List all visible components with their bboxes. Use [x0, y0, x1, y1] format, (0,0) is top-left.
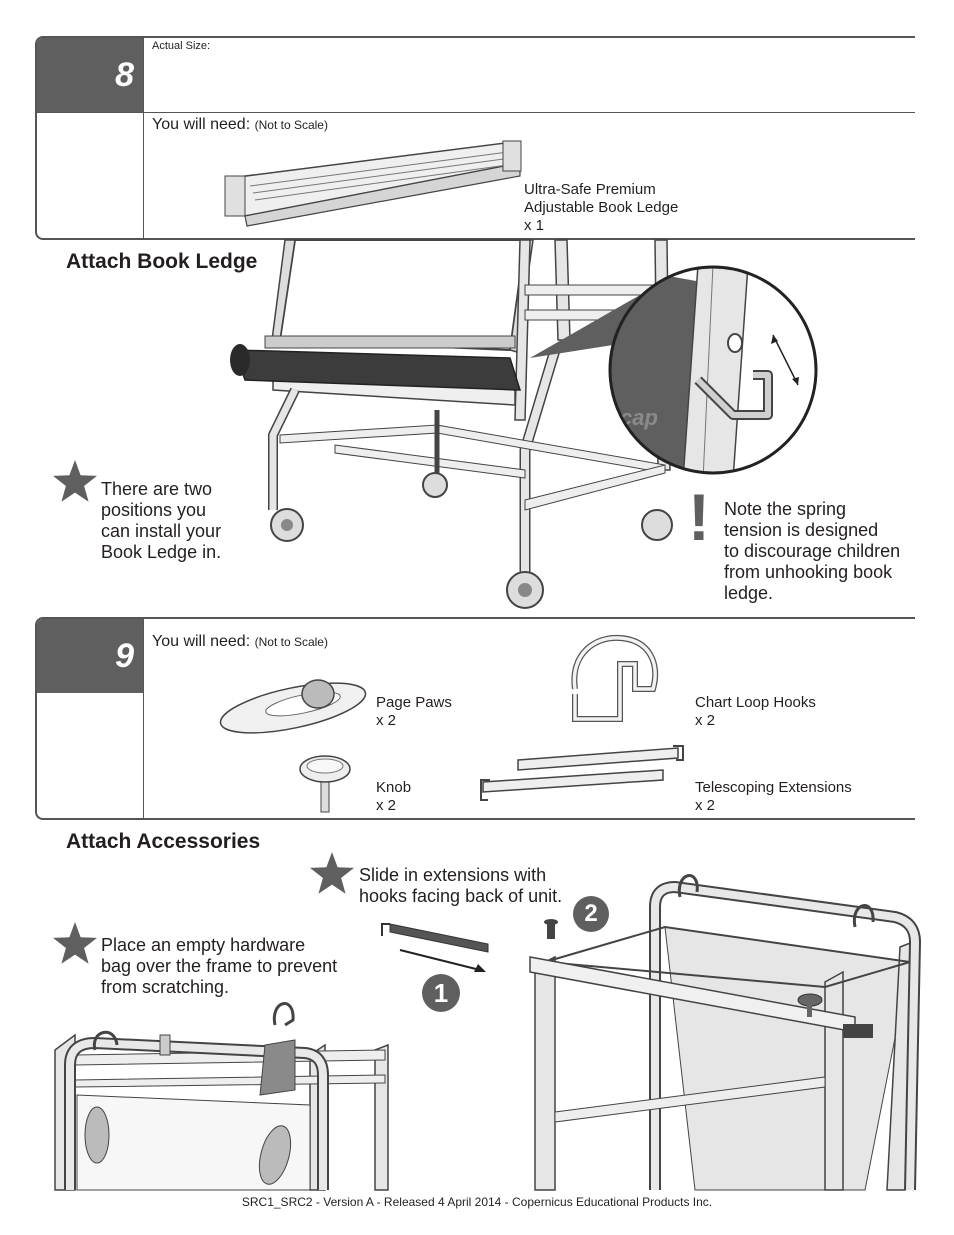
page-paws-name: Page Paws: [376, 694, 452, 711]
not-to-scale-text: (Not to Scale): [254, 118, 328, 132]
chart-loop-hooks-caption: Chart Loop Hooks x 2: [695, 694, 816, 730]
page-paws-qty: x 2: [376, 712, 397, 729]
hook-detail-magnifier: cap: [608, 265, 818, 475]
telescoping-extensions-name: Telescoping Extensions: [695, 779, 852, 796]
star-icon-bag: [53, 922, 97, 964]
bag-note-line2: bag over the frame to prevent: [101, 956, 338, 976]
two-positions-line1: There are two: [101, 479, 213, 499]
book-ledge-caption: Ultra-Safe Premium Adjustable Book Ledge…: [524, 181, 678, 235]
step-9-divider: [143, 619, 144, 818]
chart-loop-hook-illustration: [571, 634, 659, 722]
step-8-row-divider: [37, 112, 915, 113]
step-9-you-will-need-label: You will need: (Not to Scale): [152, 633, 328, 651]
knob-caption: Knob x 2: [376, 779, 411, 815]
footer-text: SRC1_SRC2 - Version A - Released 4 April…: [241, 1195, 713, 1209]
bag-note-line1: Place an empty hardware: [101, 935, 306, 955]
two-positions-line2: positions you: [101, 500, 207, 520]
telescoping-extensions-qty: x 2: [695, 797, 716, 814]
knob-name: Knob: [376, 779, 412, 796]
actual-size-label: Actual Size:: [152, 40, 211, 52]
step-8-number: 8: [37, 38, 144, 112]
bag-note-line3: from scratching.: [101, 977, 230, 997]
spring-tension-note: Note the spring tension is designed to d…: [724, 499, 900, 604]
step-8-divider: [143, 38, 144, 238]
telescoping-extensions-illustration: [480, 745, 684, 801]
step-9-you-will-need-text: You will need:: [152, 633, 251, 650]
callout-1-badge: 1: [422, 974, 460, 1012]
page-paws-caption: Page Paws x 2: [376, 694, 452, 730]
frame-with-hardware-bag-illustration: [54, 1002, 389, 1191]
callout-1-text: 1: [433, 977, 449, 1008]
extension-slide-illustration: [381, 923, 489, 972]
two-positions-line3: can install your: [101, 521, 222, 541]
spring-note-line3: to discourage children: [724, 541, 901, 561]
frame-with-extension-illustration: [529, 874, 922, 1191]
spring-note-line2: tension is designed: [724, 520, 879, 540]
step-9-number: 9: [37, 619, 144, 693]
knob-qty: x 2: [376, 797, 397, 814]
spring-note-line4: from unhooking book: [724, 562, 893, 582]
step-8-box: 8 Actual Size: You will need: (Not to Sc…: [35, 36, 915, 240]
callout-2-text: 2: [584, 900, 598, 927]
hardware-bag-note: Place an empty hardware bag over the fra…: [101, 935, 337, 998]
callout-2-badge: 2: [573, 896, 609, 932]
knob-illustration: [299, 755, 351, 813]
slide-extensions-note: Slide in extensions with hooks facing ba…: [359, 865, 562, 907]
spring-note-line5: ledge.: [724, 583, 774, 603]
chart-loop-hooks-name: Chart Loop Hooks: [695, 694, 816, 711]
slide-note-line1: Slide in extensions with: [359, 865, 547, 885]
attach-accessories-heading: Attach Accessories: [66, 830, 261, 853]
slide-note-line2: hooks facing back of unit.: [359, 886, 563, 906]
warning-exclamation-icon: !: [688, 480, 710, 554]
chart-loop-hooks-qty: x 2: [695, 712, 716, 729]
book-ledge-qty: x 1: [524, 217, 545, 234]
step-9-box: 9 You will need: (Not to Scale) Page Paw…: [35, 617, 915, 820]
you-will-need-text: You will need:: [152, 116, 251, 133]
two-positions-note: There are two positions you can install …: [101, 479, 221, 563]
book-ledge-name-line1: Ultra-Safe Premium: [524, 181, 656, 198]
telescoping-extensions-caption: Telescoping Extensions x 2: [695, 779, 852, 815]
you-will-need-label: You will need: (Not to Scale): [152, 116, 328, 134]
step-9-not-to-scale-text: (Not to Scale): [254, 635, 328, 649]
spring-note-line1: Note the spring: [724, 499, 847, 519]
book-ledge-name-line2: Adjustable Book Ledge: [524, 199, 679, 216]
star-icon: [53, 460, 97, 502]
attach-book-ledge-heading: Attach Book Ledge: [66, 250, 258, 273]
page-paws-illustration: [219, 679, 367, 734]
two-positions-line4: Book Ledge in.: [101, 542, 222, 562]
book-ledge-illustration: [224, 140, 522, 227]
star-icon-slide: [310, 852, 354, 894]
